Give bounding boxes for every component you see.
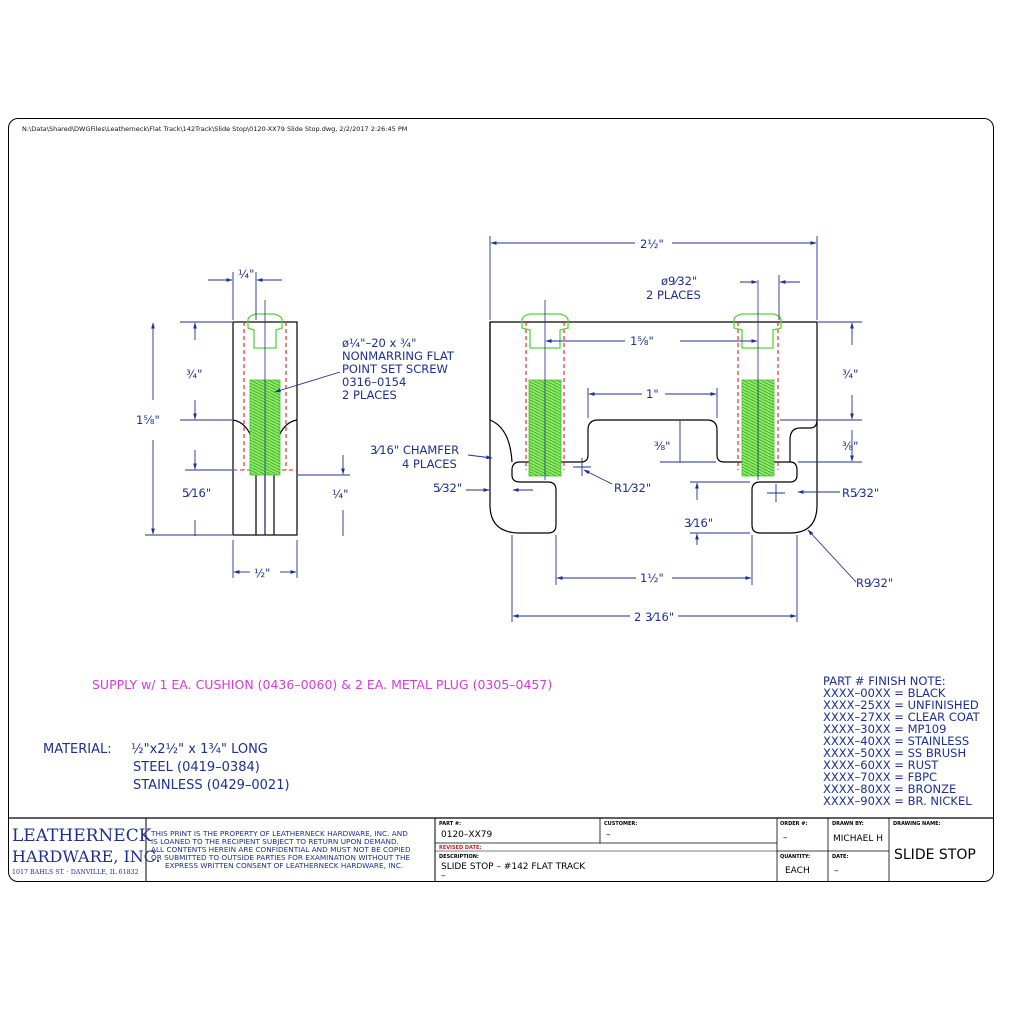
- front-dim-overall: 2½": [640, 237, 664, 251]
- legal-line-3: ALL CONTENTS HEREIN ARE CONFIDENTIAL AND…: [151, 845, 411, 854]
- finish-item: XXXX–27XX = CLEAR COAT: [823, 710, 981, 724]
- side-dim-low: 5⁄16": [182, 486, 211, 500]
- drawn-by-label: DRAWN BY:: [832, 821, 864, 827]
- set-screw-head-right: [733, 313, 782, 349]
- front-dim-lip: 3⁄16": [684, 516, 713, 530]
- finish-item: XXXX–30XX = MP109: [823, 722, 946, 736]
- date-value: –: [834, 866, 839, 876]
- material-note: MATERIAL: ½"x2½" x 1¾" LONG STEEL (0419–…: [43, 742, 290, 793]
- front-dim-slot-depth: ⅜": [654, 439, 670, 453]
- screw-callout-1: ø¼"–20 x ¾": [342, 336, 416, 350]
- quantity-label: QUANTITY:: [780, 854, 810, 860]
- front-dim-radius-mid: R5⁄32": [842, 486, 879, 500]
- finish-note: PART # FINISH NOTE: XXXX–00XX = BLACK XX…: [823, 674, 981, 808]
- description-label: DESCRIPTION:: [439, 854, 479, 860]
- front-dim-radius-large: R9⁄32": [856, 576, 893, 590]
- front-dim-inner: 1½": [640, 571, 664, 585]
- order-label: ORDER #:: [780, 821, 807, 827]
- side-dim-height: 1⅝": [136, 413, 160, 427]
- finish-item: XXXX–40XX = STAINLESS: [823, 734, 969, 748]
- title-block: LEATHERNECK HARDWARE, INC. 1017 BAHLS ST…: [8, 817, 994, 882]
- supply-note: SUPPLY w/ 1 EA. CUSHION (0436–0060) & 2 …: [92, 677, 552, 692]
- material-line-2: STEEL (0419–0384): [133, 760, 260, 775]
- side-dim-top: ¼": [238, 267, 254, 281]
- side-dim-depth: ¾": [186, 367, 202, 381]
- chamfer-callout-2: 4 PLACES: [402, 457, 457, 471]
- front-dim-right-step: ⅜": [842, 439, 858, 453]
- finish-item: XXXX–50XX = SS BRUSH: [823, 746, 966, 760]
- finish-item: XXXX–60XX = RUST: [823, 758, 939, 772]
- screw-callout-3: POINT SET SCREW: [342, 362, 448, 376]
- radius-center-mark: [573, 458, 591, 476]
- front-dim-slot: 1": [646, 387, 659, 401]
- finish-item: XXXX–00XX = BLACK: [823, 686, 946, 700]
- set-screw-head: [247, 313, 283, 349]
- chamfer-callout-1: 3⁄16" CHAMFER: [370, 443, 459, 457]
- front-view: 2½" ø9⁄32" 2 PLACES 1⅝" 1" ¾" ⅜" ⅜": [370, 236, 893, 624]
- side-view: ¼" ¾" 1⅝" 5⁄16" ¼" ½" ø¼"–20 x ¾" NONMAR…: [136, 267, 455, 580]
- legal-line-5: EXPRESS WRITTEN CONSENT OF LEATHERNECK H…: [165, 861, 403, 870]
- front-dim-hole: ø9⁄32": [661, 274, 697, 288]
- side-dim-width: ½": [254, 566, 270, 580]
- revised-label: REVISED DATE:: [439, 845, 481, 851]
- front-view-outline: [489, 321, 818, 534]
- screw-callout-5: 2 PLACES: [342, 388, 397, 402]
- finish-note-title: PART # FINISH NOTE:: [823, 674, 946, 688]
- description-value: SLIDE STOP – #142 FLAT TRACK: [441, 862, 586, 872]
- radius-center-mark: [767, 484, 785, 502]
- company-logo-line-2: HARDWARE, INC.: [12, 847, 161, 866]
- part-label: PART #:: [439, 821, 461, 827]
- description-extra: –: [441, 871, 446, 881]
- finish-item: XXXX–90XX = BR. NICKEL: [823, 794, 972, 808]
- file-path: N:\Data\Shared\DWGFiles\Leatherneck\Flat…: [22, 125, 408, 133]
- company-logo-line-1: LEATHERNECK: [12, 826, 152, 846]
- drawing-sheet-border: [8, 118, 994, 882]
- front-dim-bottom: 2 3⁄16": [634, 610, 674, 624]
- legal-line-4: OR SUBMITTED TO OUTSIDE PARTIES FOR EXAM…: [151, 853, 410, 862]
- order-value: –: [783, 833, 788, 843]
- screw-callout-4: 0316–0154: [342, 375, 406, 389]
- drawn-by-value: MICHAEL H: [833, 834, 883, 844]
- finish-item: XXXX–80XX = BRONZE: [823, 782, 956, 796]
- date-label: DATE:: [832, 854, 848, 860]
- customer-value: –: [606, 830, 611, 840]
- drawing-name-label: DRAWING NAME:: [893, 821, 941, 827]
- front-dim-hole-places: 2 PLACES: [646, 288, 701, 302]
- finish-item: XXXX–25XX = UNFINISHED: [823, 698, 979, 712]
- side-dim-right: ¼": [332, 487, 348, 501]
- front-dim-centers: 1⅝": [630, 334, 654, 348]
- screw-callout-2: NONMARRING FLAT: [342, 349, 455, 363]
- legal-line-1: THIS PRINT IS THE PROPERTY OF LEATHERNEC…: [150, 829, 408, 838]
- material-line-3: STAINLESS (0429–0021): [133, 778, 290, 793]
- quantity-value: EACH: [785, 866, 810, 876]
- front-dim-left-lip: 5⁄32": [433, 481, 462, 495]
- front-dim-depth: ¾": [842, 367, 858, 381]
- customer-label: CUSTOMER:: [604, 821, 637, 827]
- finish-item: XXXX–70XX = FBPC: [823, 770, 937, 784]
- company-address: 1017 BAHLS ST. · DANVILLE, IL 61832: [12, 869, 139, 876]
- drawing-name-value: SLIDE STOP: [894, 847, 976, 863]
- set-screw-head-left: [521, 313, 569, 349]
- part-value: 0120–XX79: [441, 830, 492, 840]
- material-line-1: ½"x2½" x 1¾" LONG: [131, 742, 268, 757]
- legal-line-2: IS LOANED TO THE RECIPIENT SUBJECT TO RE…: [151, 837, 399, 846]
- front-dim-radius-small: R1⁄32": [614, 481, 651, 495]
- material-label: MATERIAL:: [43, 742, 112, 757]
